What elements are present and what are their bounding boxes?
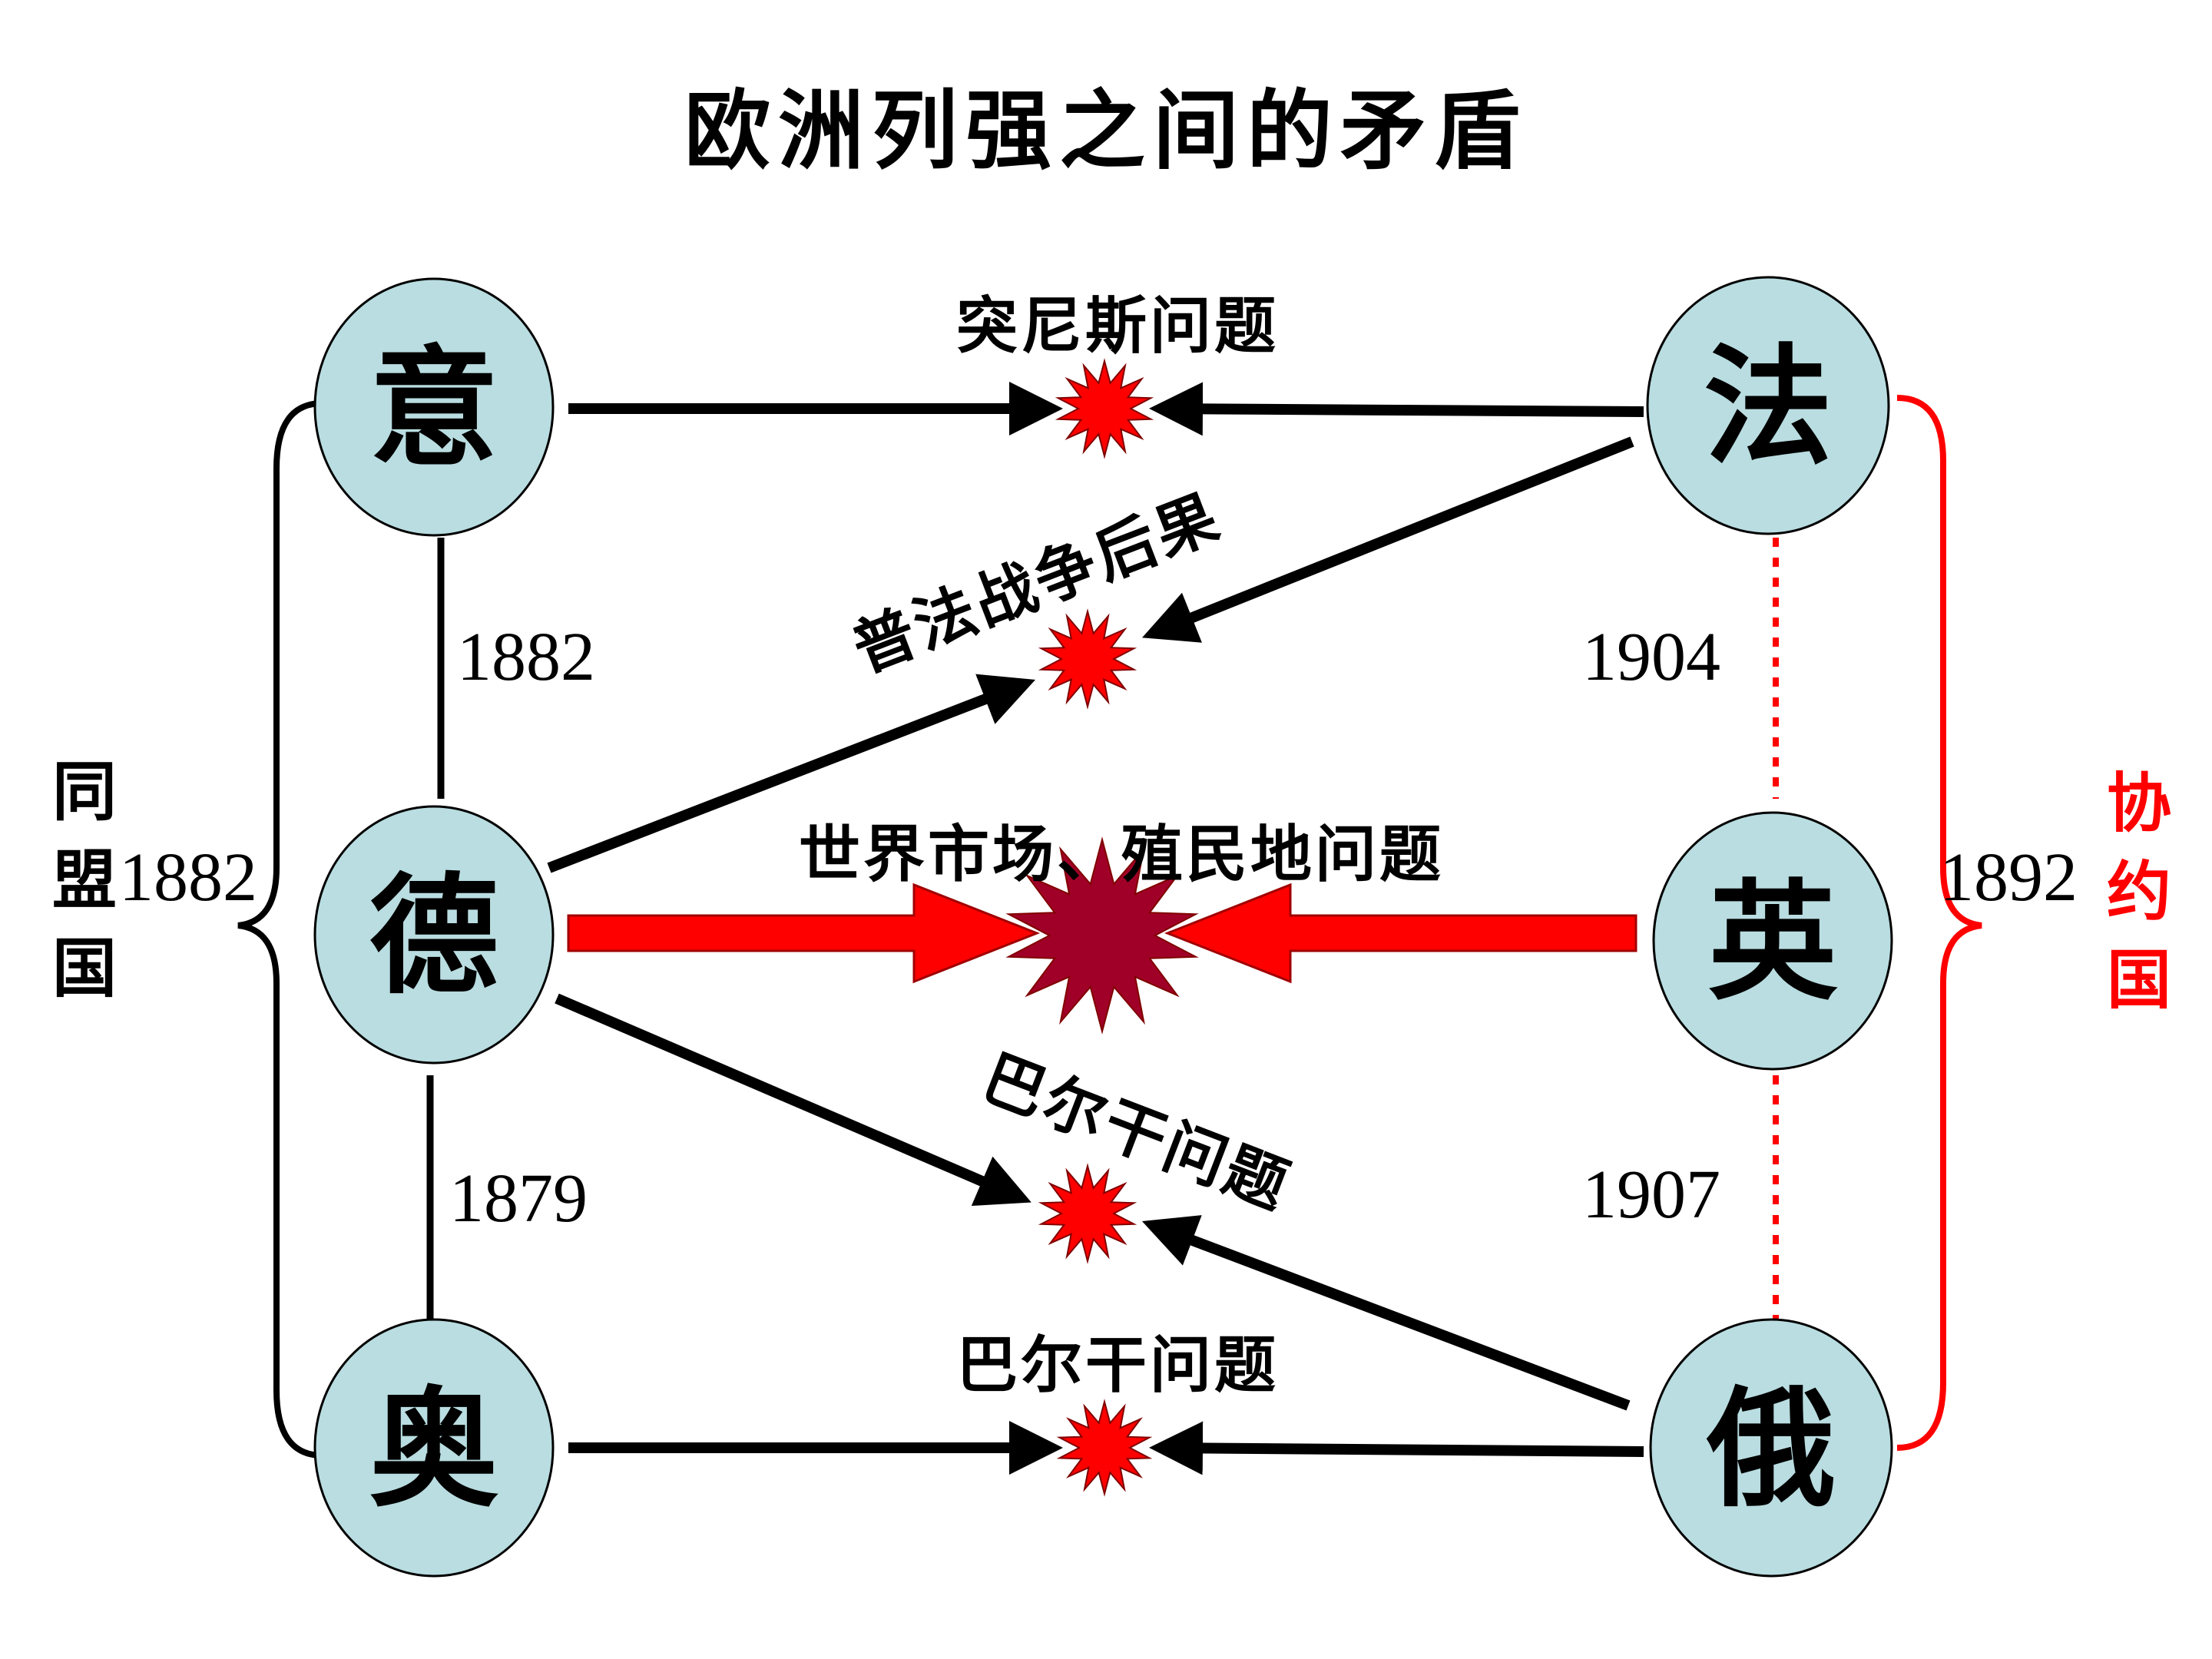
burst-shape <box>1056 1399 1153 1497</box>
year-britain-russia: 1907 <box>1582 1157 1720 1233</box>
germany-market-arrow <box>567 882 1041 984</box>
tunisia-conflict-icon <box>1055 358 1154 459</box>
node-france: 法 <box>1646 276 1890 535</box>
entente-brace <box>1896 395 1982 1451</box>
svg-text:协: 协 <box>2107 766 2171 841</box>
svg-text:奥: 奥 <box>369 1373 498 1525</box>
year-italy-germany: 1882 <box>457 619 595 695</box>
svg-text:俄: 俄 <box>1706 1373 1836 1525</box>
burst-shape <box>1055 358 1154 459</box>
node-austria: 奥 <box>313 1318 555 1578</box>
issue-world-market: 世界市场、殖民地问题 <box>799 819 1444 890</box>
alliance-label: 同 盟 国 <box>52 754 117 1006</box>
world-market-conflict-icon <box>1005 836 1199 1035</box>
entente-label: 协 约 国 <box>2107 766 2171 1018</box>
france-tunisia-arrow <box>1149 382 1644 436</box>
russia-balkan-lower-arrow <box>1149 1421 1644 1475</box>
svg-text:盟: 盟 <box>52 843 117 918</box>
node-germany: 德 <box>313 805 555 1065</box>
issue-tunisia: 突尼斯问题 <box>956 290 1279 362</box>
burst-shape <box>1038 1163 1137 1264</box>
svg-text:同: 同 <box>52 754 117 830</box>
svg-text:国: 国 <box>2107 942 2171 1018</box>
germany-franco-arrow <box>547 674 1036 873</box>
svg-text:德: 德 <box>369 859 498 1012</box>
svg-text:意: 意 <box>369 332 498 484</box>
node-russia: 俄 <box>1649 1318 1893 1578</box>
year-triple-alliance: 1882 <box>119 839 257 916</box>
balkan-lower-conflict-icon <box>1056 1399 1153 1497</box>
burst-shape <box>1005 836 1199 1035</box>
node-britain: 英 <box>1652 811 1893 1071</box>
russia-balkan-arrow <box>1141 1215 1631 1411</box>
svg-text:约: 约 <box>2107 854 2171 929</box>
svg-text:法: 法 <box>1704 330 1833 482</box>
issue-balkan-lower: 巴尔干问题 <box>956 1330 1279 1401</box>
issue-franco-prussian: 普法战争后果 <box>843 481 1230 686</box>
britain-market-arrow <box>1164 882 1637 984</box>
svg-text:国: 国 <box>52 931 117 1006</box>
alliance-brace <box>237 400 323 1459</box>
germany-balkan-arrow <box>555 993 1031 1207</box>
franco-prussian-conflict-icon <box>1038 608 1137 710</box>
year-france-britain: 1904 <box>1582 619 1720 695</box>
burst-shape <box>1038 608 1137 710</box>
france-franco-arrow <box>1142 436 1634 643</box>
page-title: 欧洲列强之间的矛盾 <box>684 81 1528 181</box>
balkan-upper-conflict-icon <box>1038 1163 1137 1264</box>
svg-text:英: 英 <box>1708 866 1838 1018</box>
year-triple-entente: 1892 <box>1939 839 2078 916</box>
node-italy: 意 <box>313 277 555 537</box>
year-germany-austria: 1879 <box>449 1161 588 1237</box>
